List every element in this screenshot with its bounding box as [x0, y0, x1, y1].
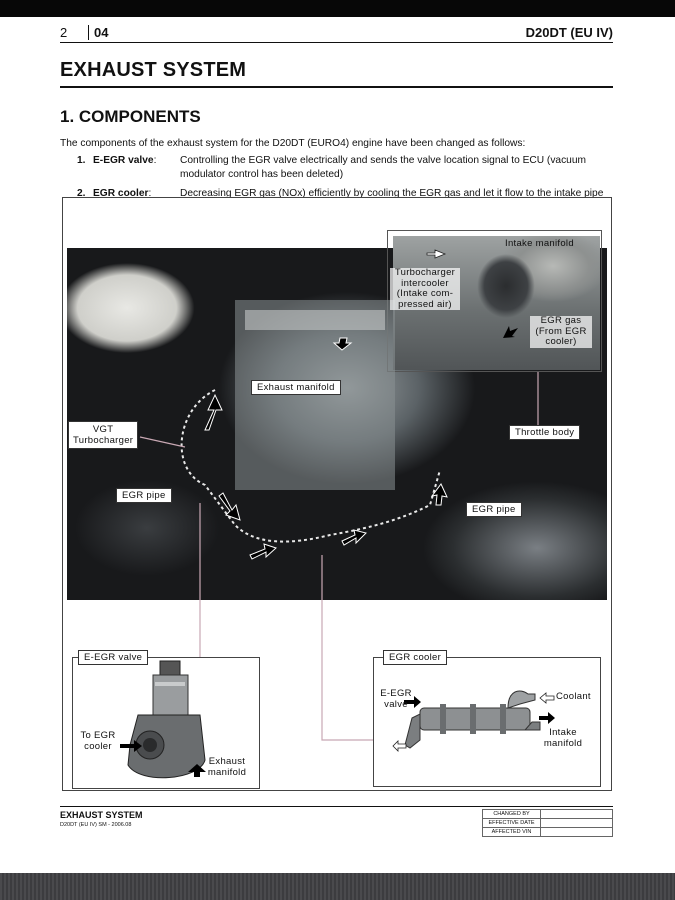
table-cell	[540, 809, 613, 819]
label-line: pressed air)	[398, 298, 452, 310]
list-item: 2. EGR cooler: Decreasing EGR gas (NOx) …	[77, 187, 630, 201]
item-description: Controlling the EGR valve electrically a…	[180, 154, 630, 182]
label-line: cooler	[84, 740, 112, 752]
page-title: EXHAUST SYSTEM	[60, 59, 247, 81]
coolant-label: Coolant	[556, 691, 591, 702]
table-row: AFFECTED VIN	[482, 827, 613, 837]
item-name: EGR cooler:	[93, 187, 180, 201]
label-line: E-EGR	[380, 688, 412, 699]
egr-pipe-label: EGR pipe	[466, 502, 522, 517]
intake-manifold-sub-label: Intake manifold	[540, 727, 586, 749]
label-line: (Intake com-	[396, 288, 454, 299]
egr-pipe-label: EGR pipe	[116, 488, 172, 503]
table-row: CHANGED BY	[482, 809, 613, 819]
egr-cooler-box-title: EGR cooler	[383, 650, 448, 665]
header-rule	[60, 42, 613, 43]
table-cell: CHANGED BY	[482, 809, 541, 819]
label-line: To EGR	[80, 730, 116, 741]
exhaust-manifold-sub-label: Exhaust manifold	[203, 756, 251, 778]
section-heading: 1. COMPONENTS	[60, 107, 201, 126]
top-bar	[0, 0, 675, 17]
label-line: Exhaust	[208, 756, 246, 767]
item-name-text: EGR cooler	[93, 188, 149, 199]
item-separator: :	[148, 188, 152, 199]
item-name: E-EGR valve:	[93, 154, 180, 182]
label-line: VGT	[92, 424, 114, 435]
label-line: Intake	[549, 727, 577, 738]
intake-manifold-label: Intake manifold	[505, 238, 574, 249]
model-name: D20DT (EU IV)	[525, 25, 613, 40]
exhaust-manifold-label: Exhaust manifold	[251, 380, 341, 395]
label-line: valve	[384, 698, 408, 710]
footer-title: EXHAUST SYSTEM	[60, 810, 143, 820]
label-line: manifold	[543, 737, 583, 749]
label-line: manifold	[207, 766, 247, 778]
footer-rule	[60, 806, 613, 807]
label-line: EGR gas	[540, 315, 582, 326]
e-egr-valve-sub-label: E-EGR valve	[378, 688, 414, 710]
egr-gas-label: EGR gas (From EGR cooler)	[530, 315, 592, 348]
throttle-body-label: Throttle body	[509, 425, 581, 440]
table-cell: EFFECTIVE DATE	[482, 818, 541, 828]
table-cell: AFFECTED VIN	[482, 827, 541, 837]
egr-valve-box-title: E-EGR valve	[78, 650, 149, 665]
label-line: Turbocharger	[73, 435, 134, 446]
to-egr-cooler-label: To EGR cooler	[76, 730, 120, 752]
label-line: intercooler	[401, 277, 449, 289]
label-line: Turbocharger	[394, 267, 456, 278]
label-line: cooler)	[545, 336, 577, 347]
item-number: 2.	[77, 188, 86, 199]
item-name-text: E-EGR valve	[93, 155, 154, 166]
list-item: 1. E-EGR valve: Controlling the EGR valv…	[77, 154, 630, 182]
turbocharger-intercooler-label: Turbocharger intercooler (Intake com- pr…	[390, 267, 460, 310]
intro-text: The components of the exhaust system for…	[60, 138, 526, 149]
footer-subtitle: D20DT (EU IV) SM - 2006.08	[60, 822, 132, 828]
item-description: Decreasing EGR gas (NOx) efficiently by …	[180, 188, 604, 199]
section-code: 04	[88, 25, 108, 40]
table-cell	[540, 818, 613, 828]
page-number: 2	[60, 25, 68, 40]
table-cell	[540, 827, 613, 837]
title-rule	[60, 86, 613, 88]
item-description-line: Controlling the EGR valve electrically a…	[180, 155, 586, 166]
item-description-line: modulator control has been deleted)	[180, 169, 344, 180]
egr-cooler-box	[373, 657, 601, 787]
bottom-bar	[0, 873, 675, 900]
vgt-turbocharger-label: VGT Turbocharger	[68, 421, 139, 449]
item-separator: :	[153, 155, 157, 166]
revision-table: CHANGED BY EFFECTIVE DATE AFFECTED VIN	[482, 809, 613, 837]
item-number: 1.	[77, 155, 86, 166]
table-row: EFFECTIVE DATE	[482, 818, 613, 828]
label-line: (From EGR	[535, 325, 587, 337]
